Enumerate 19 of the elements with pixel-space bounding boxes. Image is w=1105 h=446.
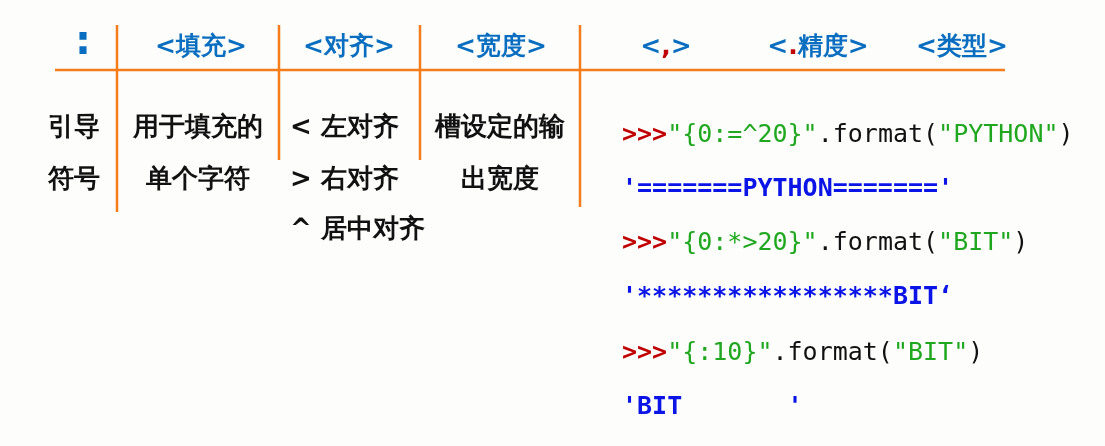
description-text: 引导符号: [47, 110, 101, 195]
code-line: >>>"{:10}".format("BIT"): [622, 337, 984, 367]
header-text: <.精度>: [767, 31, 869, 61]
output-line: '=======PYTHON=======': [622, 173, 954, 203]
alignment-text: > 右对齐: [290, 163, 399, 193]
header-text: <宽度>: [455, 31, 547, 61]
header-text: <类型>: [916, 31, 1008, 61]
output-line: 'BIT ': [622, 391, 803, 421]
code-line: >>>"{0:*>20}".format("BIT"): [622, 227, 1029, 257]
description-text: 用于填充的单个字符: [132, 110, 264, 195]
header-text: <,>: [640, 31, 692, 61]
header-text: <对齐>: [303, 31, 395, 61]
output-line: '*****************BIT‘: [622, 281, 954, 311]
header-text: :: [75, 18, 91, 62]
alignment-text: < 左对齐: [290, 111, 399, 141]
description-text: 槽设定的输出宽度: [433, 110, 566, 195]
alignment-text: ^ 居中对齐: [290, 213, 425, 243]
code-line: >>>"{0:=^20}".format("PYTHON"): [622, 119, 1074, 149]
header-text: <填充>: [155, 31, 247, 61]
